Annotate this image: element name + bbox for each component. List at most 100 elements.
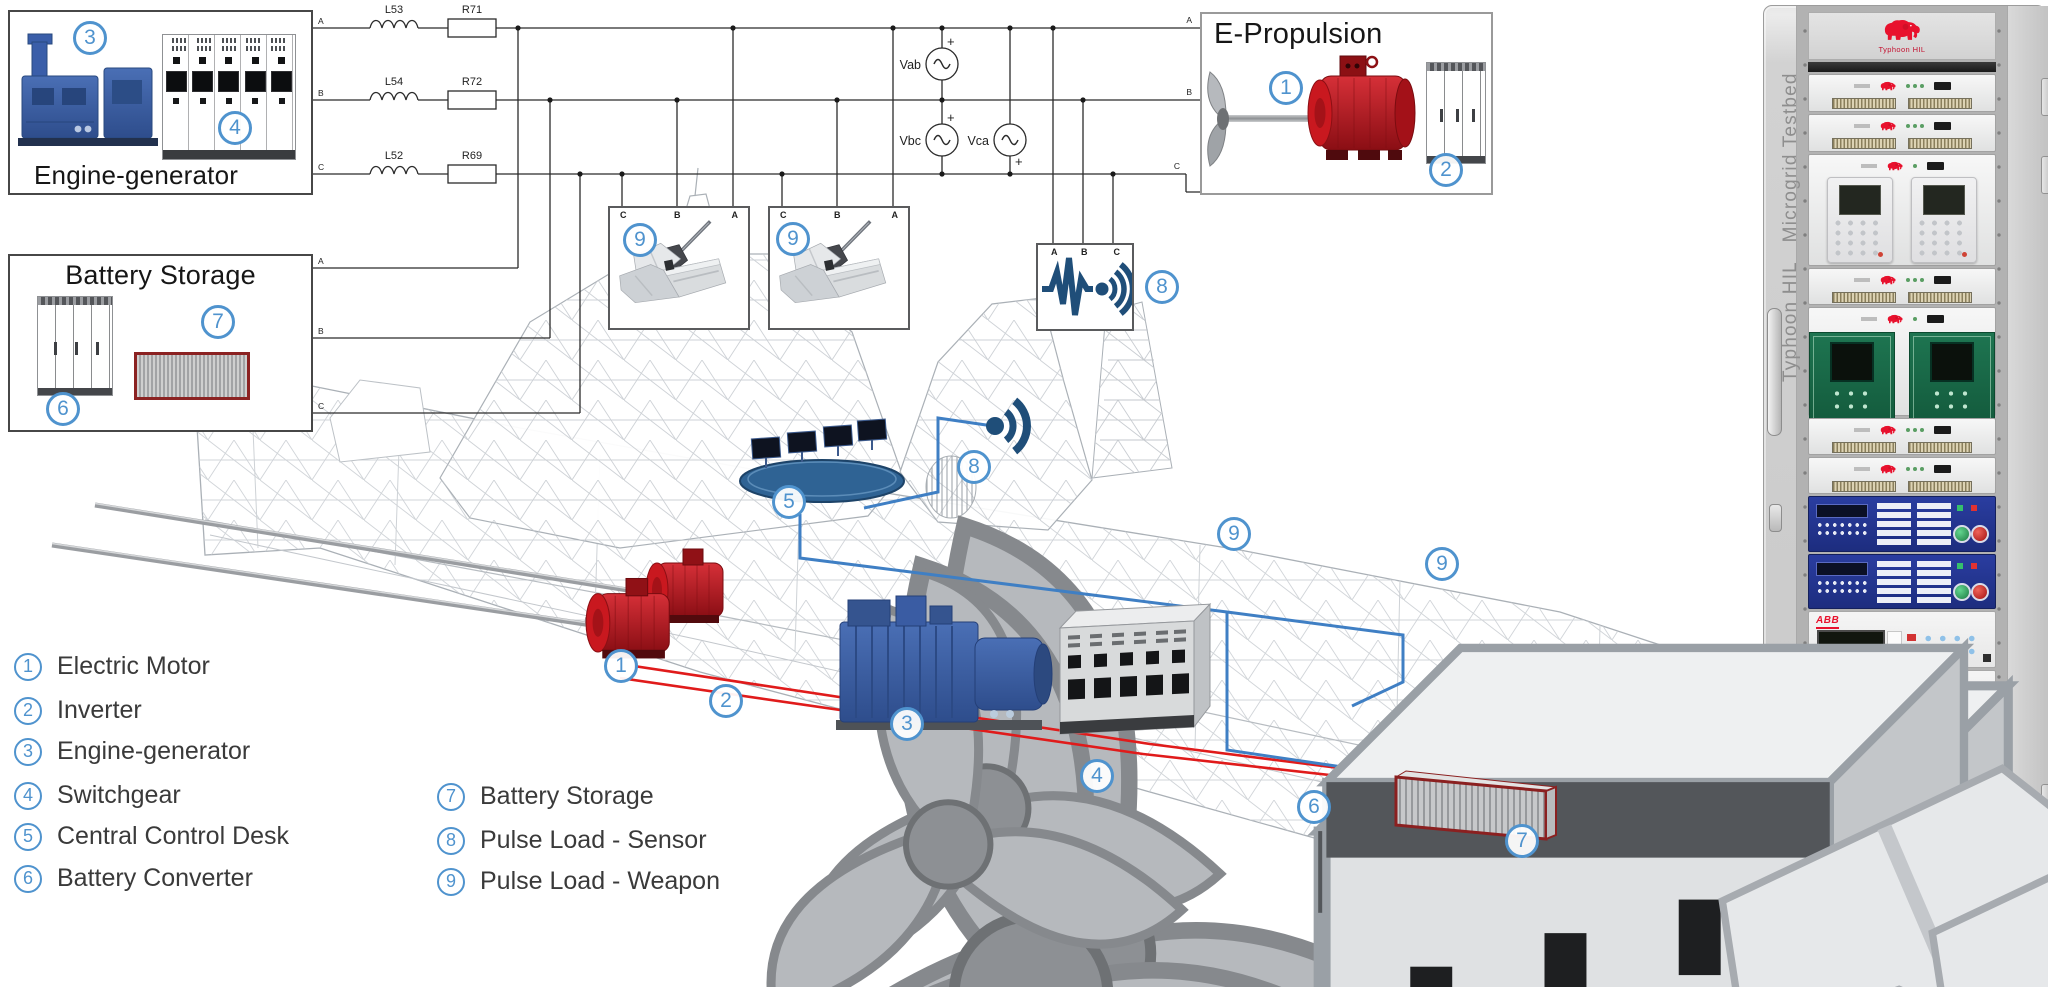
ship-badge-electric-motor: 1 <box>604 649 638 683</box>
polarity-mark: + <box>947 110 955 125</box>
eprop-terminal-label: A <box>1186 15 1192 25</box>
elephant-icon <box>1880 121 1896 132</box>
battery-container-illustration <box>134 352 250 400</box>
rack-base <box>1808 902 1996 974</box>
trip-button[interactable] <box>1971 525 1989 543</box>
badge-sensor: 8 <box>1145 270 1179 304</box>
keypad-screen <box>1923 185 1965 215</box>
io-connector <box>1832 98 1896 109</box>
abb-green-key[interactable] <box>1907 648 1916 655</box>
propulsion-motor-illustration <box>1207 55 1416 167</box>
abb-screen <box>1817 630 1885 664</box>
legend-num: 2 <box>14 696 42 725</box>
terminal-label: B <box>1081 247 1088 257</box>
legend-item-pulse-weapon: 9 Pulse Load - Weapon <box>437 867 720 896</box>
hil-io-unit <box>1808 727 1996 764</box>
relay-buttons[interactable] <box>1816 579 1868 595</box>
phase-label: A <box>318 16 324 26</box>
inductor-label: L54 <box>385 76 403 88</box>
relay-screen <box>1930 342 1974 382</box>
legend-label: Switchgear <box>57 781 181 809</box>
keypad-panel[interactable] <box>1827 177 1893 263</box>
trip-button[interactable] <box>1971 583 1989 601</box>
legend-num: 9 <box>437 867 465 896</box>
io-connector <box>1908 751 1972 762</box>
relay-buttons[interactable] <box>1816 521 1868 537</box>
rack-lock[interactable] <box>1769 504 1782 532</box>
source-label: Vab <box>900 58 921 72</box>
green-relay-board[interactable] <box>1809 332 1895 426</box>
battery-terminal-label: A <box>318 256 324 266</box>
terminal-label: C <box>620 210 627 220</box>
relay-label-column <box>1877 503 1911 545</box>
abb-red-key[interactable] <box>1907 693 1916 700</box>
ship-badge-sensor: 8 <box>957 450 991 484</box>
resistor-label: R72 <box>462 76 482 88</box>
close-button[interactable] <box>1953 525 1971 543</box>
elephant-icon <box>1880 734 1896 745</box>
status-led-red <box>1971 563 1977 569</box>
io-connector <box>1908 138 1972 149</box>
propeller-icon <box>767 573 1225 987</box>
ship-badge-engine-generator: 3 <box>890 707 924 741</box>
abb-paper-strip <box>1887 631 1902 664</box>
badge-battery-converter: 6 <box>46 392 80 426</box>
ship-badge-weapon: 9 <box>1425 547 1459 581</box>
relay-keys[interactable] <box>1930 387 1974 417</box>
io-connector <box>1832 481 1896 492</box>
rack-handle[interactable] <box>1767 308 1782 436</box>
keypad-buttons[interactable] <box>1919 220 1969 258</box>
battery-terminal-label: B <box>318 326 324 336</box>
hil-io-unit <box>1808 268 1996 305</box>
bus-wires <box>313 19 1200 414</box>
io-port <box>1933 82 1951 90</box>
green-relay-board[interactable] <box>1909 332 1995 426</box>
propulsion-inverter-illustration <box>1426 62 1486 164</box>
keypad-buttons[interactable] <box>1835 220 1885 258</box>
legend-item-engine-generator: 3 Engine-generator <box>14 737 250 766</box>
elephant-icon <box>1887 773 1903 784</box>
abb-screen <box>1817 689 1885 723</box>
io-connector <box>1832 442 1896 453</box>
io-port <box>1933 465 1951 473</box>
rack-side-label: Typhoon HIL Microgrid Testbed <box>1780 72 1801 382</box>
close-button[interactable] <box>1953 583 1971 601</box>
abb-green-key[interactable] <box>1907 707 1916 714</box>
abb-red-key[interactable] <box>1907 634 1916 641</box>
source-label: Vbc <box>899 134 921 148</box>
keypad-panel[interactable] <box>1911 177 1977 263</box>
touchscreen[interactable] <box>1835 799 1969 879</box>
battery-storage-title: Battery Storage <box>65 260 256 290</box>
badge-battery-container: 7 <box>201 305 235 339</box>
propeller-icon <box>676 526 1508 987</box>
engine-generator-panel: Engine-generator <box>8 10 313 195</box>
abb-paper-strip <box>1887 690 1902 723</box>
abb-key-grid[interactable] <box>1921 632 1979 660</box>
legend-label: Central Control Desk <box>57 822 290 850</box>
legend-item-switchgear: 4 Switchgear <box>14 781 181 810</box>
door-hinge <box>2041 784 2048 822</box>
relay-keys[interactable] <box>1830 387 1874 417</box>
legend-item-control-desk: 5 Central Control Desk <box>14 822 289 851</box>
badge-eprop-inverter: 2 <box>1429 153 1463 187</box>
io-port <box>1933 122 1951 130</box>
legend-item-battery-converter: 6 Battery Converter <box>14 864 253 893</box>
abb-relay-unit: ABB <box>1808 670 1996 725</box>
abb-port <box>1983 711 1991 719</box>
source-symbols <box>925 47 1027 157</box>
abb-key-grid[interactable] <box>1921 691 1979 719</box>
legend-item-battery-storage: 7 Battery Storage <box>437 782 654 811</box>
protection-relay-unit <box>1808 554 1996 609</box>
ship-badge-weapon: 9 <box>1217 517 1251 551</box>
badge-weapon-right: 9 <box>776 222 810 256</box>
ship-badge-switchgear: 4 <box>1080 759 1114 793</box>
door-hinge <box>2041 868 2048 906</box>
relay-screen <box>1830 342 1874 382</box>
legend-label: Battery Converter <box>57 864 253 892</box>
legend-item-inverter: 2 Inverter <box>14 696 142 725</box>
phase-label: C <box>318 162 324 172</box>
rack-header: Typhoon HIL <box>1808 12 1996 60</box>
status-led-green <box>1957 563 1963 569</box>
hil-io-unit <box>1808 114 1996 152</box>
ship-engine-generator <box>836 595 1053 730</box>
